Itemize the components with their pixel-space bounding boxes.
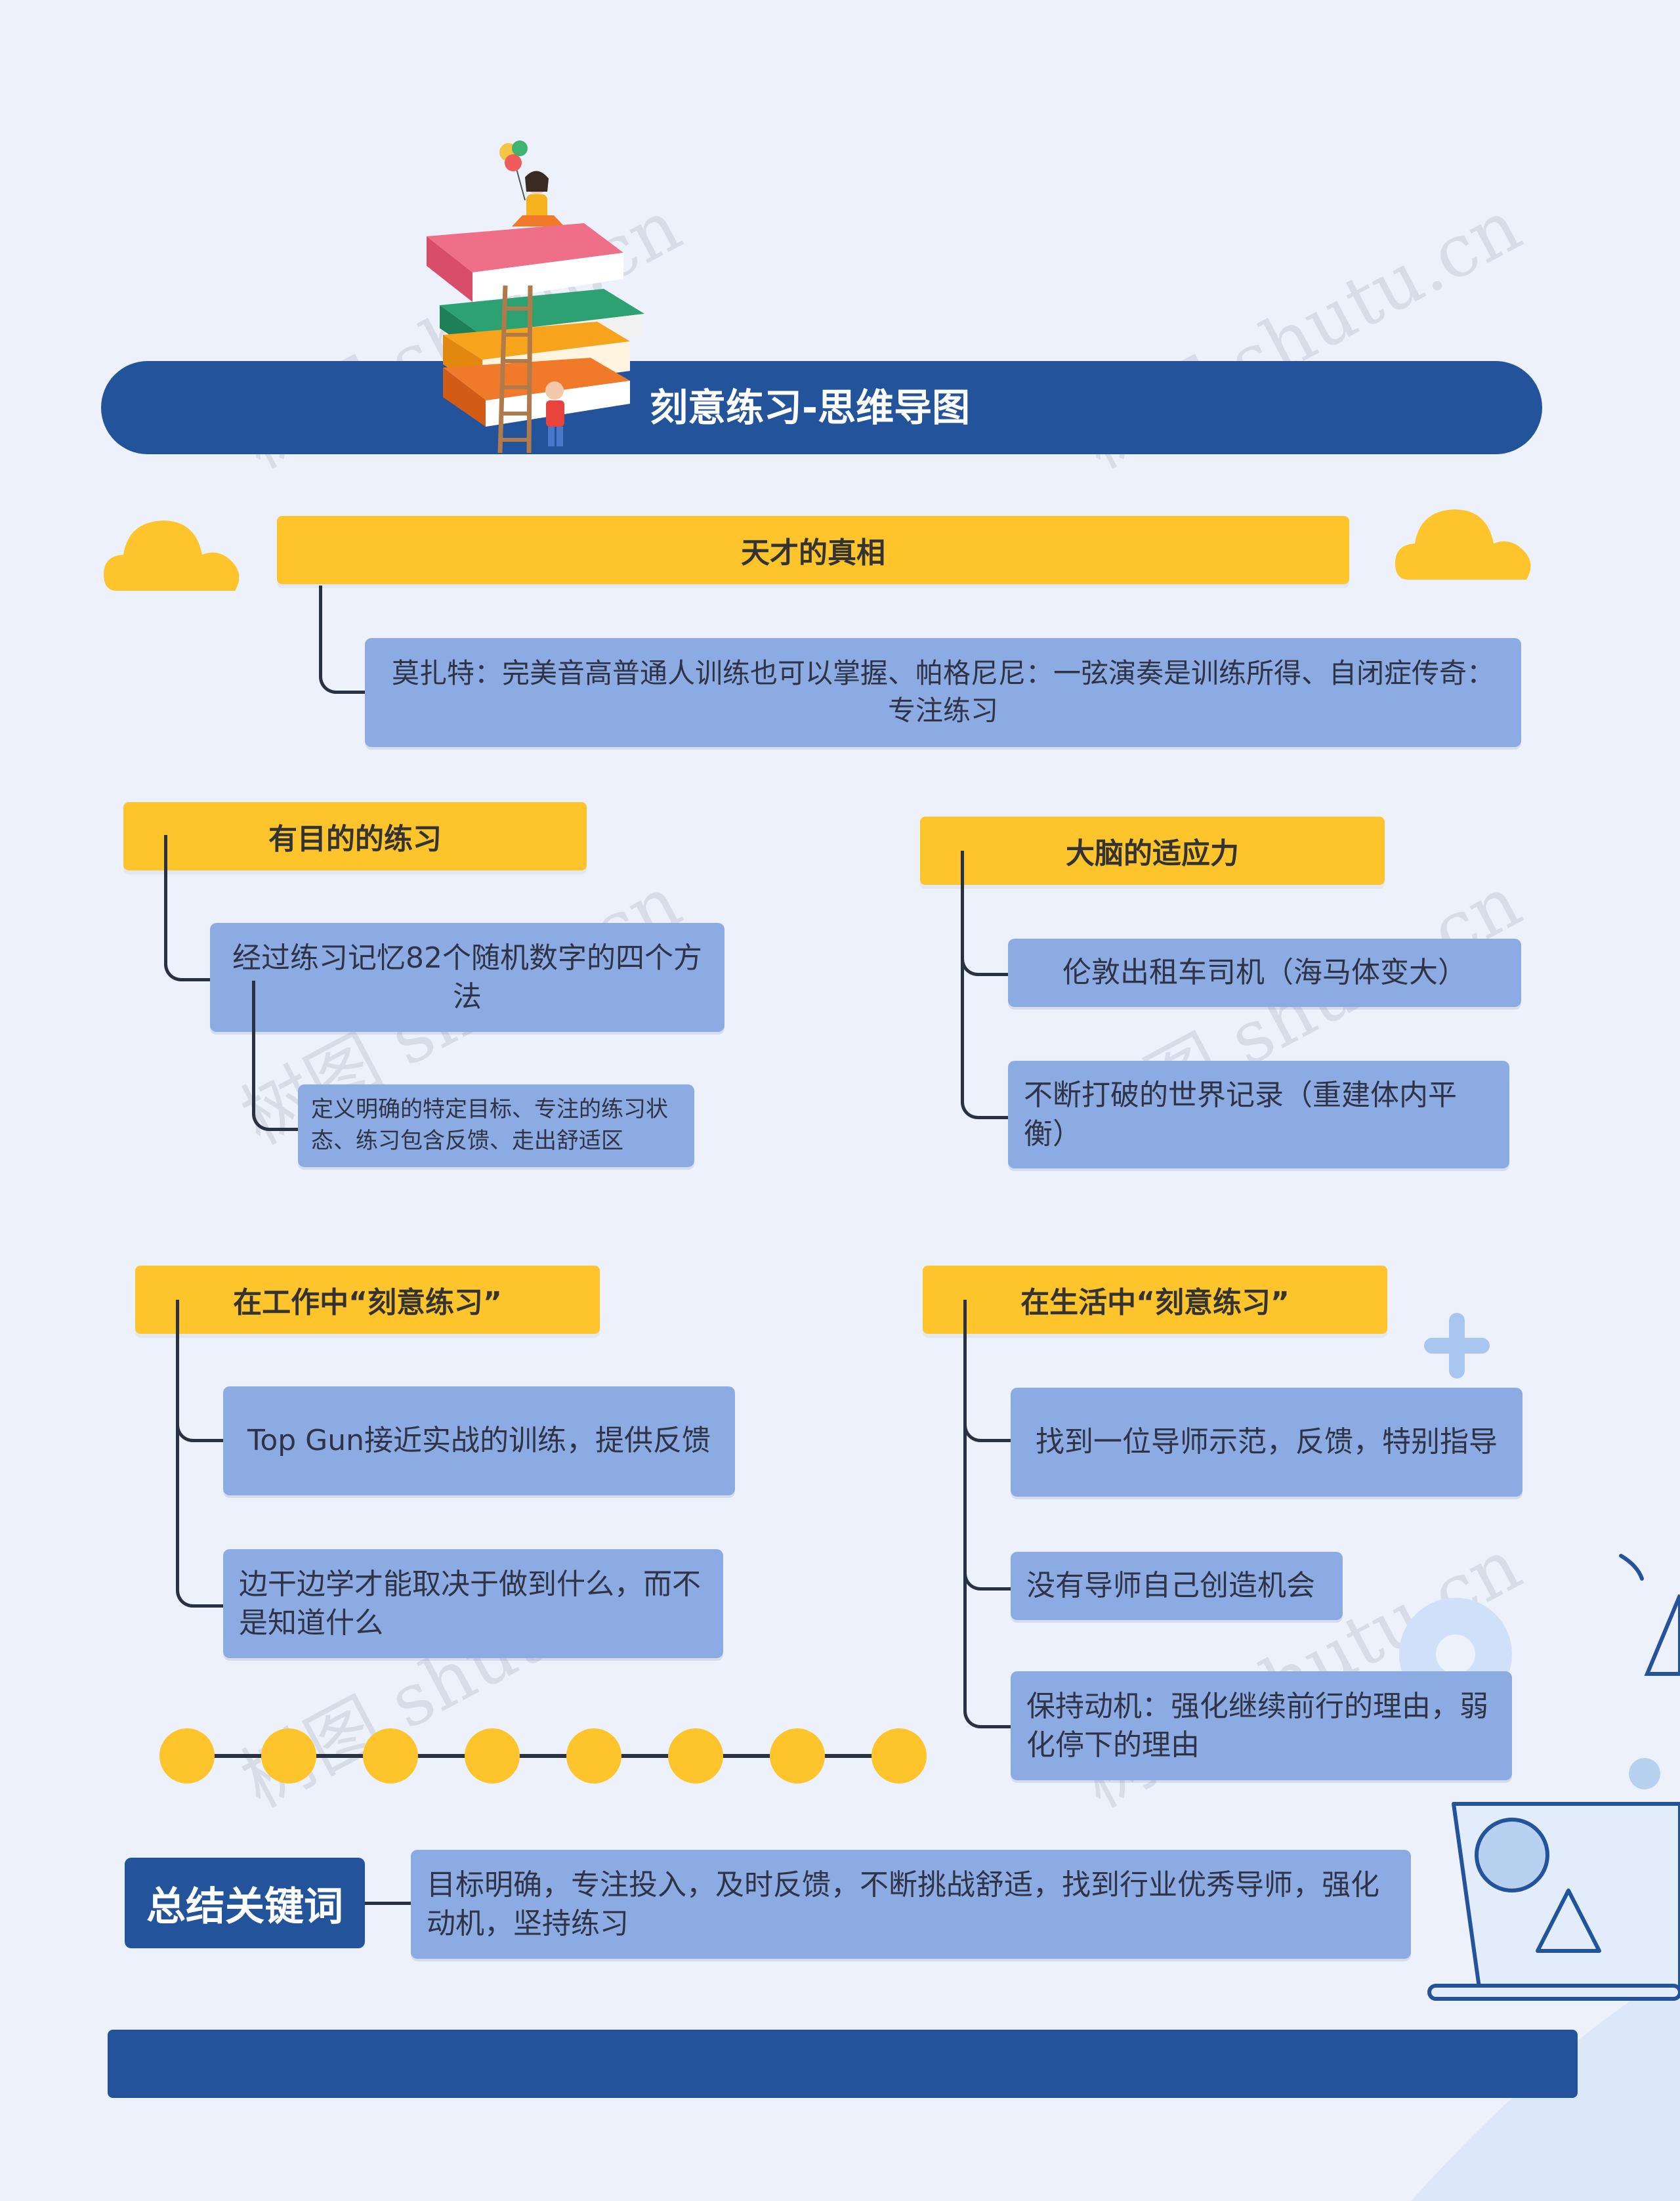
heading-purposeful: 有目的的练习 xyxy=(123,802,587,870)
connector xyxy=(176,1300,179,1431)
connector xyxy=(963,1562,1015,1728)
connector xyxy=(319,586,369,694)
plus-icon xyxy=(1424,1313,1490,1378)
heading-brain: 大脑的适应力 xyxy=(920,817,1385,885)
connector xyxy=(365,1902,411,1905)
page-title: 刻意练习-思维导图 xyxy=(650,385,971,430)
title-banner xyxy=(101,361,1542,454)
connector xyxy=(961,1011,1013,1119)
node-work-2-text: 边干边学才能取决于做到什么，而不是知道什么 xyxy=(239,1567,701,1640)
connector xyxy=(176,1392,228,1442)
node-brain-1-text: 伦敦出租车司机（海马体变大） xyxy=(1062,956,1467,990)
connector xyxy=(963,1392,1015,1442)
node-work-2: 边干边学才能取决于做到什么，而不是知道什么 xyxy=(223,1549,723,1658)
node-purposeful-text: 经过练习记忆82个随机数字的四个方法 xyxy=(232,941,702,1014)
node-brain-2-text: 不断打破的世界记录（重建体内平衡） xyxy=(1024,1078,1457,1151)
connector xyxy=(961,926,1013,976)
book-stack-illustration xyxy=(427,140,644,454)
subnode-purposeful: 定义明确的特定目标、专注的练习状态、练习包含反馈、走出舒适区 xyxy=(298,1084,694,1167)
connector xyxy=(164,835,215,981)
heading-brain-label: 大脑的适应力 xyxy=(1066,837,1239,870)
node-brain-1: 伦敦出租车司机（海马体变大） xyxy=(1008,939,1521,1007)
node-life-2-text: 没有导师自己创造机会 xyxy=(1026,1569,1315,1603)
heading-life: 在生活中“刻意练习” xyxy=(923,1266,1387,1334)
subnode-purposeful-text: 定义明确的特定目标、专注的练习状态、练习包含反馈、走出舒适区 xyxy=(311,1096,668,1154)
summary-label-text: 总结关键词 xyxy=(146,1883,343,1930)
node-genius-text: 莫扎特：完美音高普通人训练也可以掌握、帕格尼尼：一弦演奏是训练所得、自闭症传奇：… xyxy=(391,657,1494,727)
node-work-1-text: Top Gun接近实战的训练，提供反馈 xyxy=(247,1424,711,1458)
node-life-3-text: 保持动机：强化继续前行的理由，弱化停下的理由 xyxy=(1026,1689,1488,1762)
cloud-icon xyxy=(104,521,240,591)
decorative-shapes-illustration xyxy=(1399,1554,1680,2201)
node-life-1: 找到一位导师示范，反馈，特别指导 xyxy=(1011,1388,1522,1497)
node-work-1: Top Gun接近实战的训练，提供反馈 xyxy=(223,1386,735,1495)
connector xyxy=(252,981,303,1131)
heading-work: 在工作中“刻意练习” xyxy=(135,1266,600,1334)
summary-text: 目标明确，专注投入，及时反馈，不断挑战舒适，找到行业优秀导师，强化动机，坚持练习 xyxy=(427,1868,1379,1940)
node-brain-2: 不断打破的世界记录（重建体内平衡） xyxy=(1008,1061,1509,1168)
summary-node: 目标明确，专注投入，及时反馈，不断挑战舒适，找到行业优秀导师，强化动机，坚持练习 xyxy=(411,1850,1411,1959)
footer-bar xyxy=(108,2030,1578,2098)
heading-work-label: 在工作中“刻意练习” xyxy=(233,1286,502,1319)
dot-chain-decoration xyxy=(159,1728,927,1784)
heading-purposeful-label: 有目的的练习 xyxy=(268,823,442,856)
connector xyxy=(963,1510,1015,1591)
summary-label: 总结关键词 xyxy=(125,1858,365,1948)
heading-life-label: 在生活中“刻意练习” xyxy=(1020,1286,1290,1319)
node-life-2: 没有导师自己创造机会 xyxy=(1011,1552,1343,1620)
node-genius: 莫扎特：完美音高普通人训练也可以掌握、帕格尼尼：一弦演奏是训练所得、自闭症传奇：… xyxy=(365,638,1521,747)
cloud-icon xyxy=(1395,509,1531,580)
heading-genius-label: 天才的真相 xyxy=(741,536,885,570)
heading-genius: 天才的真相 xyxy=(277,516,1349,584)
connector xyxy=(176,1431,228,1608)
node-life-3: 保持动机：强化继续前行的理由，弱化停下的理由 xyxy=(1011,1671,1512,1780)
node-purposeful: 经过练习记忆82个随机数字的四个方法 xyxy=(210,923,724,1032)
node-life-1-text: 找到一位导师示范，反馈，特别指导 xyxy=(1036,1425,1498,1459)
